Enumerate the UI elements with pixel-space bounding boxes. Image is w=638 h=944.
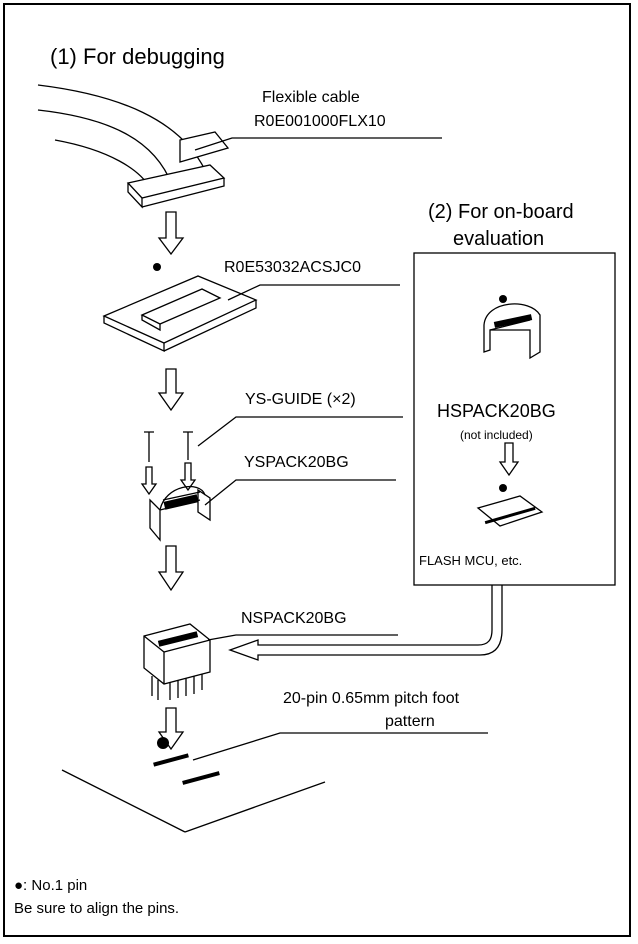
onboard-evaluation-box xyxy=(413,252,616,586)
yspack-pins xyxy=(163,494,199,510)
alignment-note: Be sure to align the pins. xyxy=(14,900,180,917)
cable-label-line2: R0E001000FLX10 xyxy=(254,113,386,130)
guide-label: YS-GUIDE (×2) xyxy=(245,391,356,408)
adapter-label: R0E53032ACSJC0 xyxy=(224,259,361,276)
guide-leader-line xyxy=(197,416,403,447)
flexible-cable-illustration xyxy=(37,84,230,209)
pin1-marker-flash xyxy=(499,484,507,492)
cable-label-line1: Flexible cable xyxy=(262,89,360,106)
footprint-label-line2: pattern xyxy=(385,713,435,730)
yspack-illustration xyxy=(149,486,211,542)
yspack-label: YSPACK20BG xyxy=(244,454,349,471)
onboard-title-line2: evaluation xyxy=(453,228,545,250)
nspack-leader-line xyxy=(207,634,398,641)
hspack-pins xyxy=(493,314,533,328)
footprint-pad-row-1 xyxy=(153,753,189,767)
down-arrow-4 xyxy=(157,707,185,751)
hspack-label: HSPACK20BG xyxy=(437,401,556,421)
pin1-marker-adapter xyxy=(153,263,161,271)
adapter-leader-line xyxy=(227,284,400,301)
flash-mcu-label: FLASH MCU, etc. xyxy=(419,553,523,568)
pin-marker-legend: ●: No.1 pin xyxy=(14,877,88,894)
nspack-top-pins xyxy=(157,631,199,647)
yspack-leader-line xyxy=(204,479,396,506)
down-arrow-onboard xyxy=(498,442,520,477)
cable-leader-line xyxy=(194,137,442,151)
pin1-marker-hspack xyxy=(499,295,507,303)
target-board-outline xyxy=(61,769,326,833)
onboard-to-nspack-arrow xyxy=(228,585,503,661)
footprint-pad-row-2 xyxy=(182,771,220,785)
debugging-title: (1) For debugging xyxy=(50,44,225,69)
down-arrow-1 xyxy=(157,211,185,256)
guide-pins-illustration xyxy=(140,431,197,496)
nspack-label: NSPACK20BG xyxy=(241,610,347,627)
footprint-label-line1: 20-pin 0.65mm pitch foot xyxy=(283,690,460,707)
nspack-illustration xyxy=(143,623,211,700)
diagram-frame xyxy=(3,3,631,937)
hspack-illustration xyxy=(483,303,541,360)
onboard-title-line1: (2) For on-board xyxy=(428,201,574,223)
down-arrow-3 xyxy=(157,545,185,592)
footprint-leader-line xyxy=(192,732,488,761)
adapter-board-illustration xyxy=(102,275,258,353)
flash-mcu-pins xyxy=(484,506,536,525)
pin1-marker-board xyxy=(157,737,169,749)
down-arrow-2 xyxy=(157,368,185,412)
hspack-note: (not included) xyxy=(460,428,533,442)
